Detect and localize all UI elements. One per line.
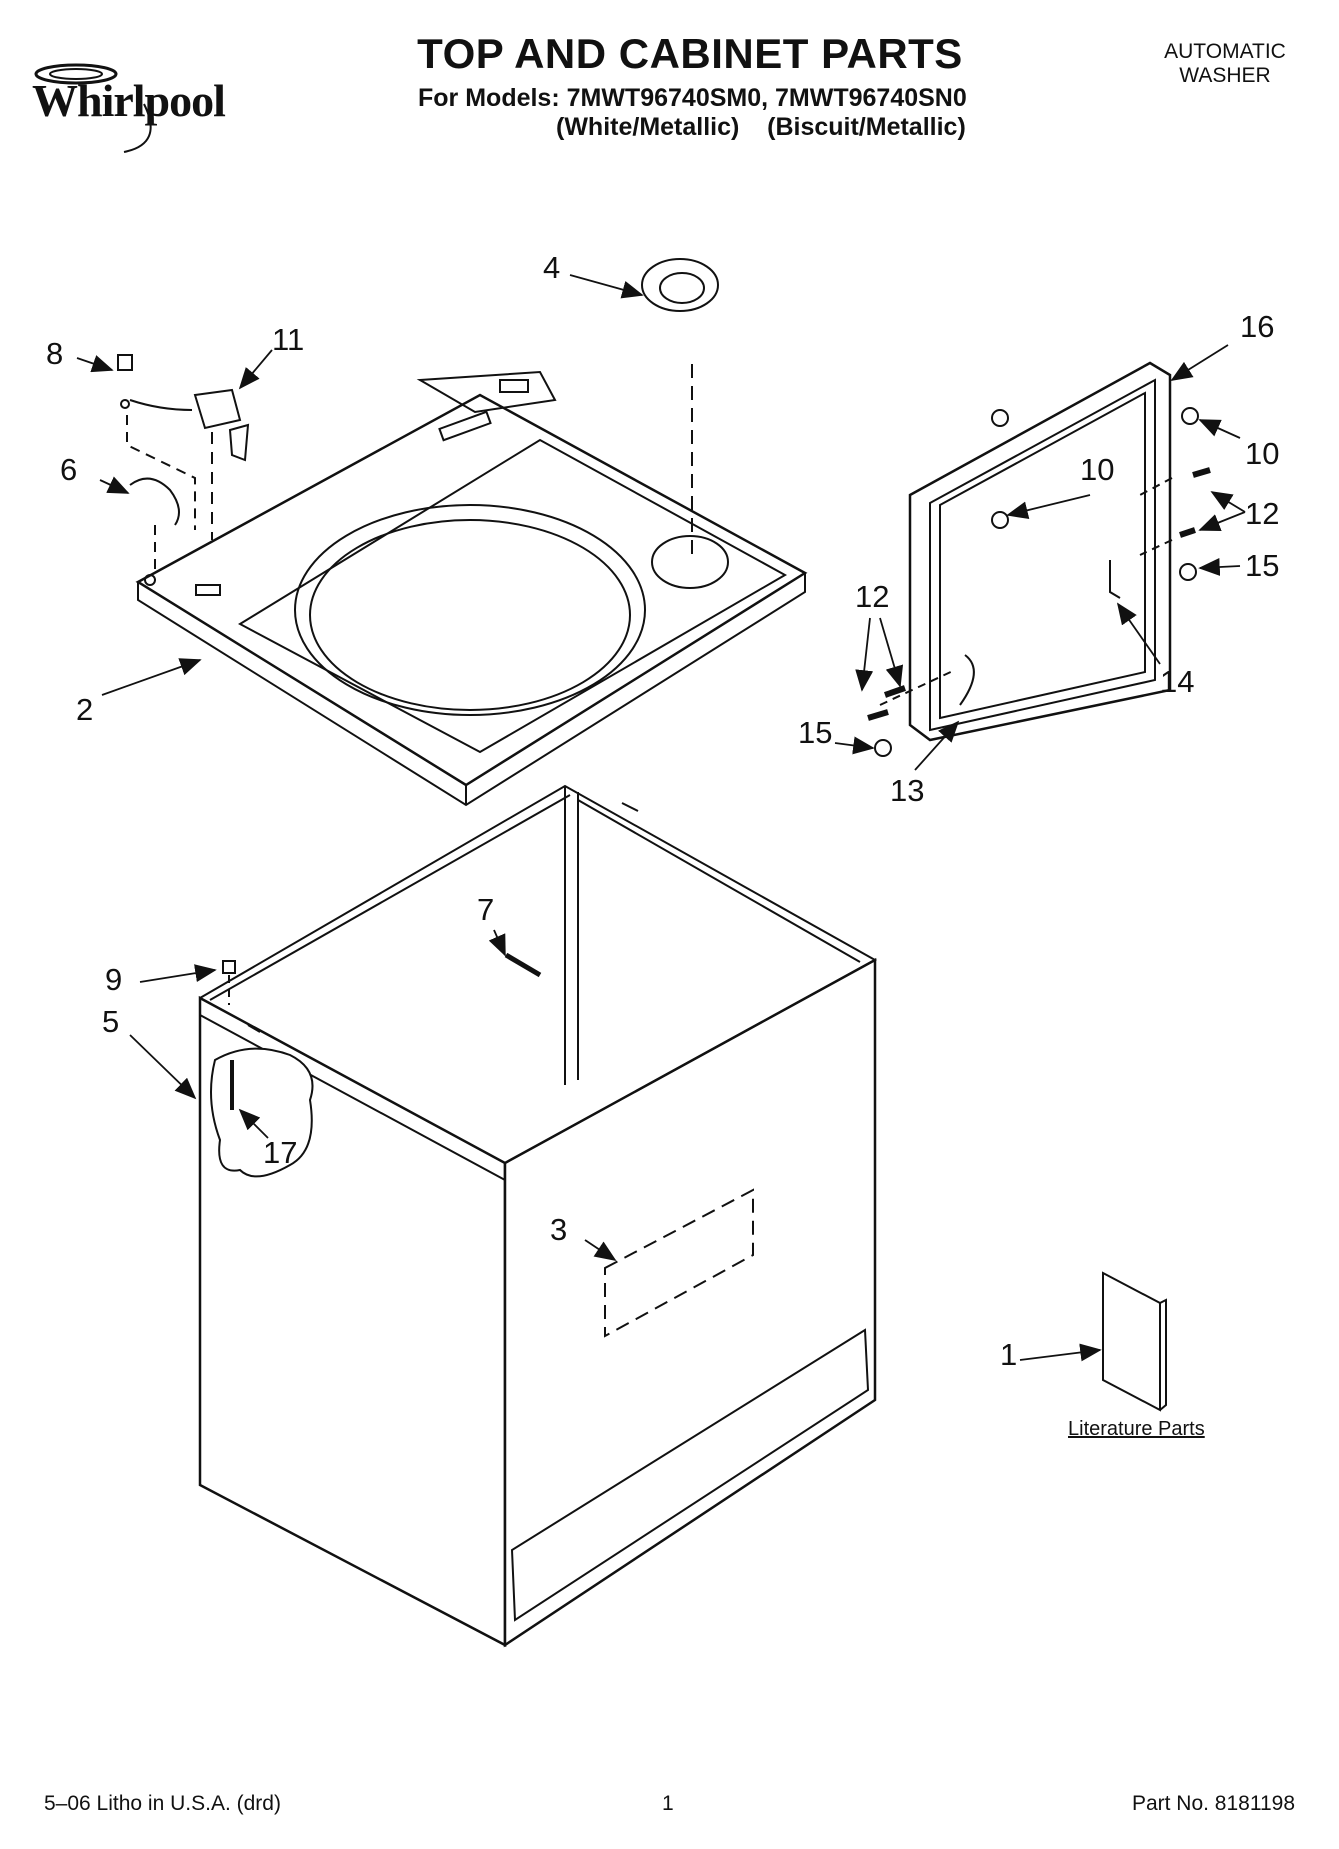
footer-page-number: 1 [662, 1792, 674, 1815]
leader-arrows [76, 274, 1246, 1362]
callout-2: 2 [76, 692, 93, 727]
product-line-1: AUTOMATIC [1164, 40, 1286, 63]
callout-14: 14 [1160, 664, 1194, 699]
callout-13: 13 [890, 773, 924, 808]
callout-16: 16 [1240, 309, 1274, 344]
logo-swoosh-icon [34, 63, 152, 153]
lid-switch [129, 388, 250, 540]
lid-frame [908, 361, 1172, 742]
callout-8: 8 [46, 336, 63, 371]
callout-5: 5 [102, 1004, 119, 1039]
models-line: For Models: 7MWT96740SM0, 7MWT96740SN0 [418, 84, 967, 112]
callout-15b: 15 [1245, 548, 1279, 583]
callout-1: 1 [1000, 1337, 1017, 1372]
literature-parts-label: Literature Parts [1068, 1418, 1205, 1440]
callout-12b: 12 [1245, 496, 1279, 531]
literature-book [1102, 1271, 1167, 1412]
footer-litho: 5–06 Litho in U.S.A. (drd) [44, 1792, 281, 1815]
screws-and-clips [117, 354, 1211, 1110]
callout-10b: 10 [1245, 436, 1279, 471]
callout-9: 9 [105, 962, 122, 997]
callout-6: 6 [60, 452, 77, 487]
callout-7: 7 [477, 892, 494, 927]
logo-text: Whirlpool [32, 75, 226, 126]
page-title: TOP AND CABINET PARTS [417, 30, 963, 77]
footer-part-number: Part No. 8181198 [1131, 1792, 1295, 1815]
product-line-2: WASHER [1179, 64, 1271, 87]
top-panel [135, 370, 808, 807]
cabinet [198, 784, 878, 1648]
whirlpool-logo: Whirlpool [24, 44, 262, 154]
callout-numbers: 1 2 3 4 5 6 7 8 9 10 10 11 12 12 13 14 1… [46, 250, 1279, 1372]
callout-3: 3 [550, 1212, 567, 1247]
fill-funnel [641, 258, 719, 560]
callout-11: 11 [272, 322, 304, 357]
callout-12a: 12 [855, 579, 889, 614]
callout-10a: 10 [1080, 452, 1114, 487]
product-type: AUTOMATIC WASHER [1135, 40, 1315, 88]
callout-17: 17 [263, 1135, 297, 1170]
callout-4: 4 [543, 250, 560, 285]
colors-line: (White/Metallic) (Biscuit/Metallic) [556, 113, 966, 141]
callout-15a: 15 [798, 715, 832, 750]
